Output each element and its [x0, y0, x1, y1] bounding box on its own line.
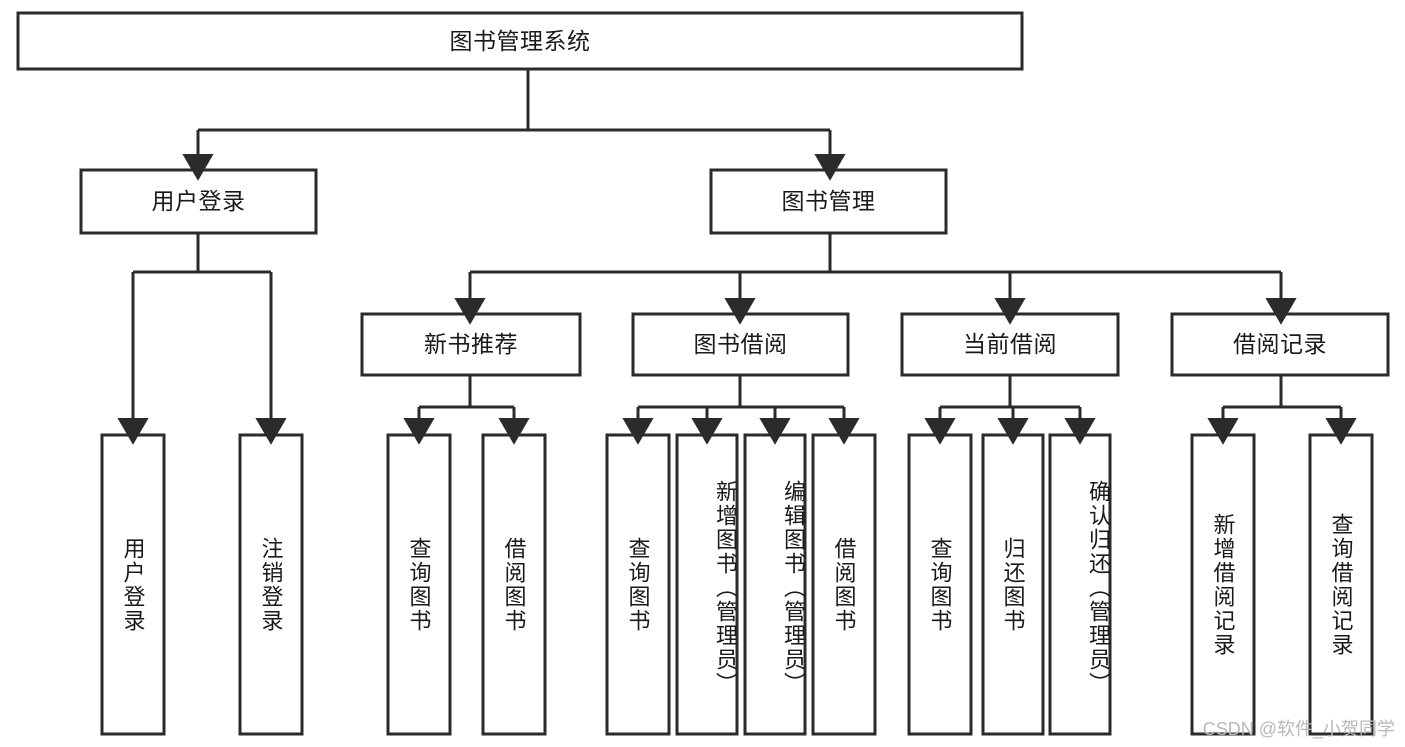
box-leaf-user-logout[interactable] [238, 433, 304, 736]
box-leaf-borrow-book-rec[interactable] [481, 433, 547, 736]
box-book-manage[interactable] [709, 168, 948, 235]
box-borrow-record[interactable] [1170, 312, 1390, 377]
box-user-login[interactable] [79, 168, 318, 235]
connectors-new-book-rec-to-leaves [403, 375, 530, 445]
connectors-book-manage-to-level3 [454, 233, 1297, 325]
connectors-root-to-level2 [182, 69, 846, 181]
box-leaf-add-borrow-record[interactable] [1190, 433, 1256, 736]
box-leaf-confirm-return-admin[interactable] [1048, 433, 1112, 736]
box-new-book-rec[interactable] [360, 312, 582, 377]
box-leaf-query-borrow-record[interactable] [1308, 433, 1374, 736]
box-leaf-user-login[interactable] [100, 433, 166, 736]
box-root[interactable] [16, 11, 1024, 71]
connectors-book-borrow-to-leaves [622, 375, 860, 445]
box-leaf-query-book-rec[interactable] [386, 433, 452, 736]
box-book-borrow[interactable] [631, 312, 850, 377]
box-leaf-add-book-admin[interactable] [675, 433, 739, 736]
connectors-user-login-to-leaves [117, 233, 287, 445]
box-leaf-return-book[interactable] [981, 433, 1045, 736]
box-leaf-query-book-borrow[interactable] [605, 433, 671, 736]
box-leaf-borrow-book[interactable] [811, 433, 877, 736]
box-current-borrow[interactable] [900, 312, 1120, 377]
node-boxes [16, 11, 1390, 736]
connectors-borrow-record-to-leaves [1207, 375, 1357, 445]
box-leaf-edit-book-admin[interactable] [743, 433, 807, 736]
connectors-current-borrow-to-leaves [924, 375, 1096, 445]
box-leaf-query-book-current[interactable] [907, 433, 973, 736]
